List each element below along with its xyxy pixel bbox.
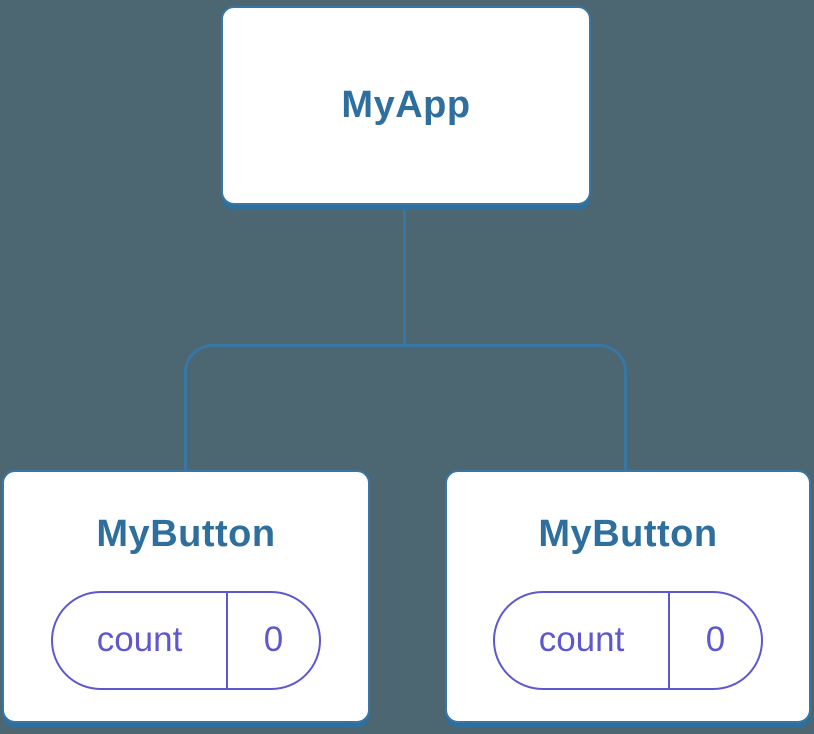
node-mybutton-left: MyButton count 0: [2, 470, 370, 723]
state-key-label: count: [96, 620, 183, 659]
node-mybutton-left-label: MyButton: [96, 513, 276, 555]
state-pill-right: count 0: [493, 590, 763, 690]
node-mybutton-right-label: MyButton: [538, 513, 718, 555]
connector-root-stem: [403, 205, 406, 347]
state-value: 0: [226, 592, 319, 688]
state-key-label: count: [538, 620, 625, 659]
node-myapp-label: MyApp: [341, 83, 471, 126]
node-myapp: MyApp: [221, 6, 591, 205]
state-value: 0: [668, 592, 761, 688]
node-mybutton-right: MyButton count 0: [445, 470, 811, 723]
state-pill-left: count 0: [51, 590, 321, 690]
connector-branch-bracket: [184, 344, 627, 470]
